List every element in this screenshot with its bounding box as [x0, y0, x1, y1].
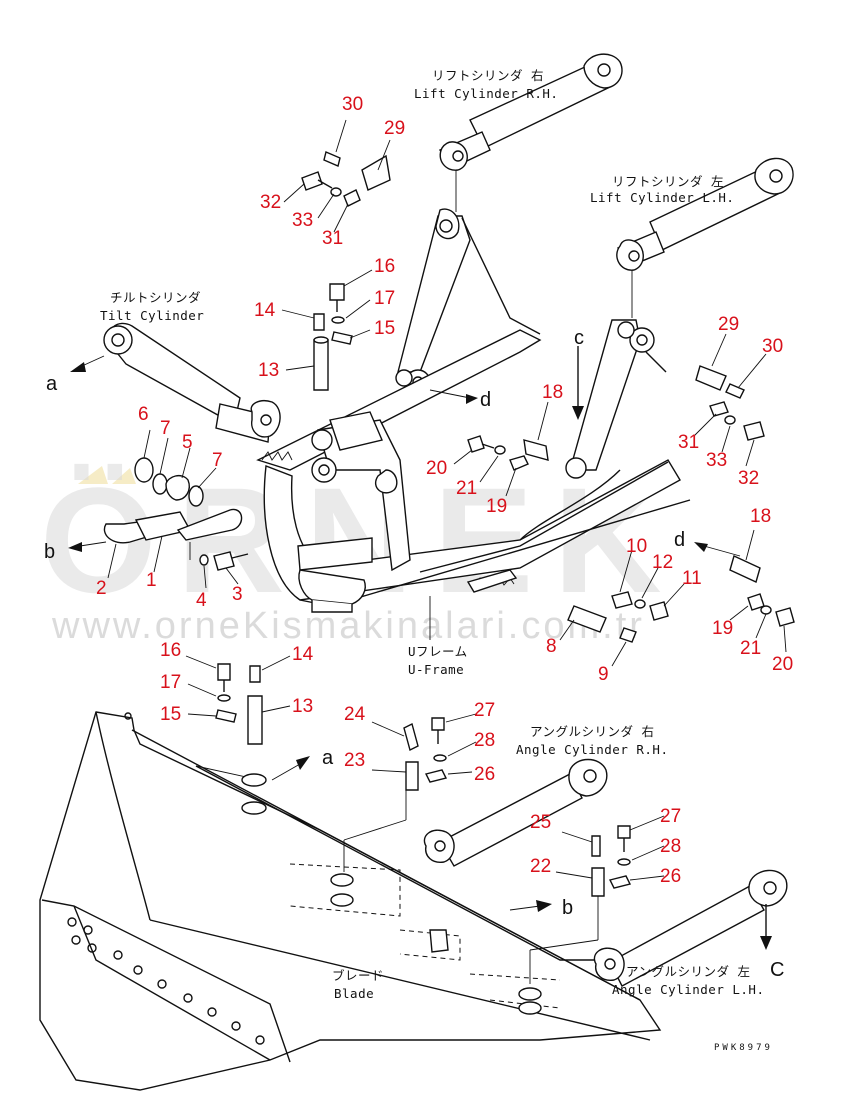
callout-30-right[interactable]: 30: [762, 336, 783, 357]
callout-7-left[interactable]: 7: [160, 418, 171, 439]
callout-32-right[interactable]: 32: [738, 468, 759, 489]
leader-lines: [107, 119, 787, 984]
ref-a-top: a: [46, 373, 58, 395]
callout-26-upper[interactable]: 26: [474, 764, 495, 785]
callout-31-right[interactable]: 31: [678, 432, 699, 453]
callout-14-lower[interactable]: 14: [292, 644, 314, 665]
label-blade-en: Blade: [334, 986, 374, 1001]
callout-22[interactable]: 22: [530, 856, 551, 877]
callout-18-right[interactable]: 18: [750, 506, 771, 527]
callout-15-lower[interactable]: 15: [160, 704, 181, 725]
callout-21-mid[interactable]: 21: [456, 478, 477, 499]
label-blade-jp: ブレード: [332, 968, 384, 983]
callout-19-mid[interactable]: 19: [486, 496, 507, 517]
ref-b-blade: b: [562, 897, 573, 919]
callout-11[interactable]: 11: [682, 568, 702, 589]
callout-12[interactable]: 12: [652, 552, 673, 573]
arrow-icon: [70, 362, 86, 372]
arrow-icon: [466, 394, 478, 404]
arrow-icon: [536, 900, 552, 912]
arrow-icon: [694, 542, 708, 552]
callout-17-lower[interactable]: 17: [160, 672, 181, 693]
small-parts: [103, 151, 795, 897]
callout-2[interactable]: 2: [96, 578, 107, 599]
callout-16-upper[interactable]: 16: [374, 256, 395, 277]
callout-29-top[interactable]: 29: [384, 118, 405, 139]
assembly-labels: リフトシリンダ 右 Lift Cylinder R.H. リフトシリンダ 左 L…: [100, 68, 773, 1053]
tilt-cylinder: [103, 322, 281, 443]
callout-6[interactable]: 6: [138, 404, 149, 425]
reference-arrows: [68, 346, 772, 950]
part-callouts: 30 29 32 33 31 16 17 15 14 13 6 7 5 7 2 …: [96, 94, 793, 887]
label-angle-lh-en: Angle Cylinder L.H.: [612, 982, 765, 997]
callout-30-top[interactable]: 30: [342, 94, 363, 115]
label-tilt-en: Tilt Cylinder: [100, 308, 204, 323]
arrow-icon: [760, 936, 772, 950]
blade: [39, 711, 662, 1091]
callout-17-upper[interactable]: 17: [374, 288, 395, 309]
label-uframe-en: U-Frame: [408, 662, 464, 677]
callout-3[interactable]: 3: [232, 584, 243, 605]
callout-1[interactable]: 1: [146, 570, 157, 591]
callout-21-right[interactable]: 21: [740, 638, 761, 659]
angle-cylinder-rh: [423, 758, 608, 867]
callout-18-mid[interactable]: 18: [542, 382, 563, 403]
callout-26-lower[interactable]: 26: [660, 866, 681, 887]
ref-d-center: d: [480, 389, 491, 411]
callout-9[interactable]: 9: [598, 664, 609, 685]
callout-25[interactable]: 25: [530, 812, 551, 833]
callout-27-upper[interactable]: 27: [474, 700, 495, 721]
arrow-icon: [572, 406, 584, 420]
ref-C-angle: C: [770, 959, 784, 981]
callout-14-upper[interactable]: 14: [254, 300, 276, 321]
callout-28-lower[interactable]: 28: [660, 836, 681, 857]
callout-28-upper[interactable]: 28: [474, 730, 495, 751]
ref-a-blade: a: [322, 747, 334, 769]
callout-7-right[interactable]: 7: [212, 450, 223, 471]
lift-cylinder-rh: [438, 53, 623, 212]
callout-16-lower[interactable]: 16: [160, 640, 181, 661]
ref-b-left: b: [44, 541, 55, 563]
label-uframe-jp: Uフレーム: [408, 644, 468, 659]
label-lift-lh-en: Lift Cylinder L.H.: [590, 190, 734, 205]
ref-d-right: d: [674, 529, 685, 551]
drawing-code: PWK8979: [714, 1043, 773, 1053]
reference-letters: a b c d d a b C: [44, 327, 784, 981]
callout-5[interactable]: 5: [182, 432, 193, 453]
callout-10[interactable]: 10: [626, 536, 647, 557]
callout-33-right[interactable]: 33: [706, 450, 727, 471]
callout-13-lower[interactable]: 13: [292, 696, 313, 717]
label-angle-rh-en: Angle Cylinder R.H.: [516, 742, 669, 757]
watermark-logo-triangles: [78, 466, 108, 484]
callout-20-mid[interactable]: 20: [426, 458, 447, 479]
callout-13-upper[interactable]: 13: [258, 360, 279, 381]
label-lift-lh-jp: リフトシリンダ 左: [612, 174, 724, 189]
callout-32-top[interactable]: 32: [260, 192, 281, 213]
ref-c-top: c: [574, 327, 584, 349]
callout-27-lower[interactable]: 27: [660, 806, 681, 827]
label-tilt-jp: チルトシリンダ: [110, 290, 201, 305]
callout-31-top[interactable]: 31: [322, 228, 343, 249]
callout-4[interactable]: 4: [196, 590, 207, 611]
label-lift-rh-en: Lift Cylinder R.H.: [414, 86, 558, 101]
angle-cylinder-lh: [593, 869, 788, 987]
callout-20-right[interactable]: 20: [772, 654, 793, 675]
callout-19-right[interactable]: 19: [712, 618, 733, 639]
callout-33-top[interactable]: 33: [292, 210, 313, 231]
arrow-icon: [68, 542, 82, 552]
callout-23[interactable]: 23: [344, 750, 365, 771]
arrow-icon: [296, 756, 310, 770]
lift-cylinder-lh: [616, 157, 794, 318]
label-angle-lh-jp: アングルシリンダ 左: [626, 964, 751, 979]
callout-24[interactable]: 24: [344, 704, 366, 725]
label-lift-rh-jp: リフトシリンダ 右: [432, 68, 544, 83]
callout-29-right[interactable]: 29: [718, 314, 739, 335]
callout-15-upper[interactable]: 15: [374, 318, 395, 339]
u-frame: [256, 208, 691, 613]
label-angle-rh-jp: アングルシリンダ 右: [530, 724, 655, 739]
callout-8[interactable]: 8: [546, 636, 557, 657]
